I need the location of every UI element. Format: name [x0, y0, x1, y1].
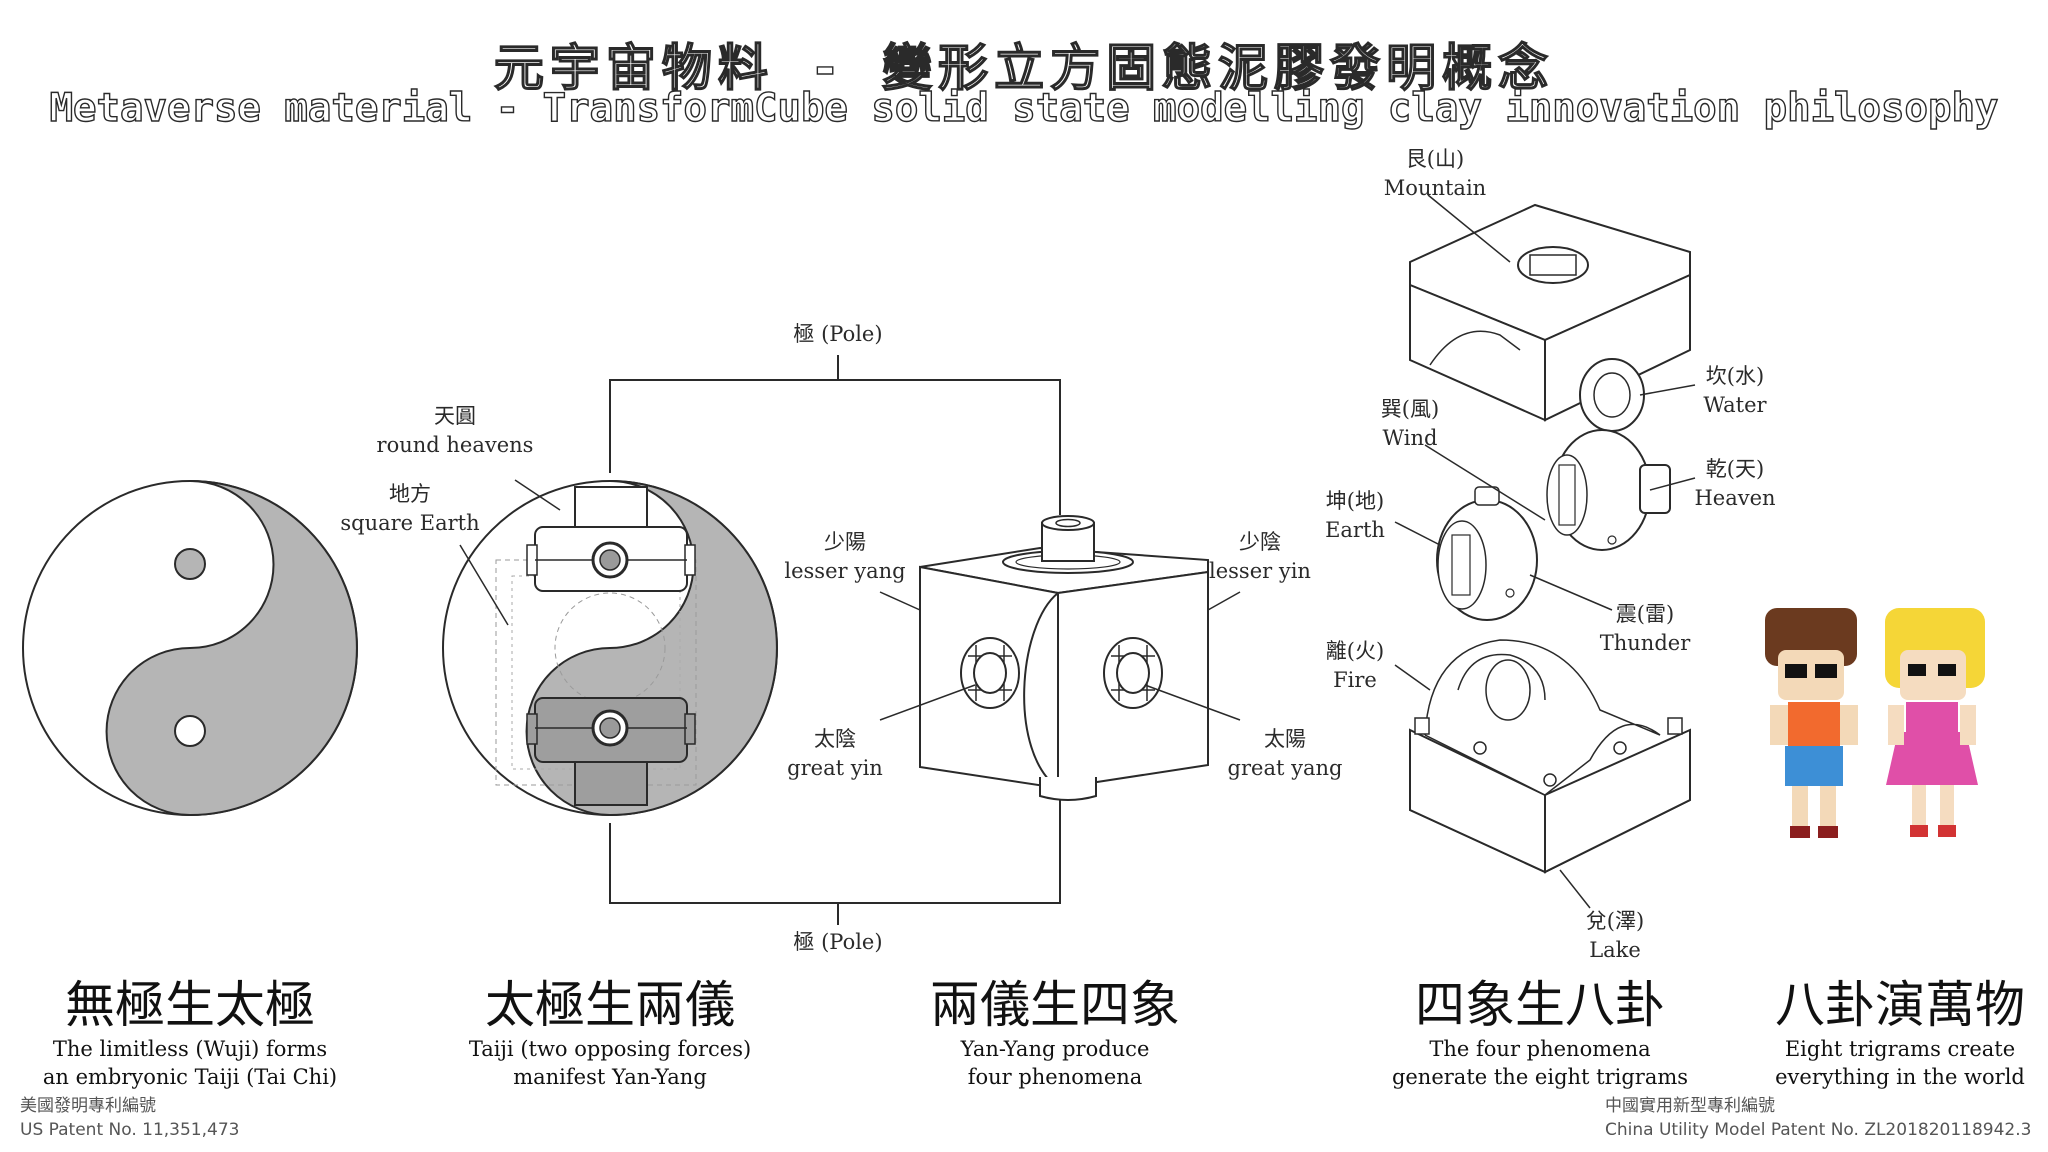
fire-label: 離(火)Fire [1325, 639, 1385, 692]
title-chinese: 元宇宙物料 - 變形立方固態泥膠發明概念 [493, 38, 1555, 97]
earth-label: 坤(地)Earth [1325, 489, 1385, 542]
us-patent: 美國發明專利編號 US Patent No. 11,351,473 [20, 1096, 240, 1140]
thunder-label: 震(雷)Thunder [1599, 602, 1691, 655]
taiji-cube-symbol [442, 480, 778, 817]
exploded-cube-assembly [1409, 203, 1691, 874]
caption-taiji: 太極生兩儀 Taiji (two opposing forces) manife… [468, 976, 752, 1089]
pole-top-label: 極 (Pole) [793, 322, 883, 346]
china-patent: 中國實用新型專利編號 China Utility Model Patent No… [1605, 1096, 2032, 1140]
boy-figure [1765, 608, 1858, 838]
heaven-label: 乾(天)Heaven [1694, 457, 1776, 510]
girl-figure [1885, 608, 1985, 837]
caption-four-phenomena: 四象生八卦 The four phenomena generate the ei… [1391, 976, 1689, 1089]
wind-label: 巽(風)Wind [1380, 397, 1440, 450]
mountain-label: 艮(山)Mountain [1383, 147, 1487, 200]
yin-yang-symbol [22, 480, 358, 817]
caption-eight-trigrams: 八卦演萬物 Eight trigrams create everything i… [1775, 976, 2025, 1089]
caption-wuji: 無極生太極 The limitless (Wuji) forms an embr… [42, 976, 338, 1089]
water-label: 坎(水)Water [1703, 364, 1767, 417]
cube-leader-lines [459, 479, 1241, 721]
pole-bottom-label: 極 (Pole) [793, 930, 883, 954]
pixel-figures [1765, 608, 1985, 838]
title-english: Metaverse material - TransformCube solid… [49, 85, 1999, 131]
caption-yin-yang: 兩儀生四象 Yan-Yang produce four phenomena [930, 976, 1180, 1089]
pole-connector-lines [609, 355, 1061, 925]
trigram-leader-lines [1394, 194, 1696, 909]
lake-label: 兌(澤)Lake [1585, 909, 1645, 962]
transform-cube [919, 515, 1209, 801]
